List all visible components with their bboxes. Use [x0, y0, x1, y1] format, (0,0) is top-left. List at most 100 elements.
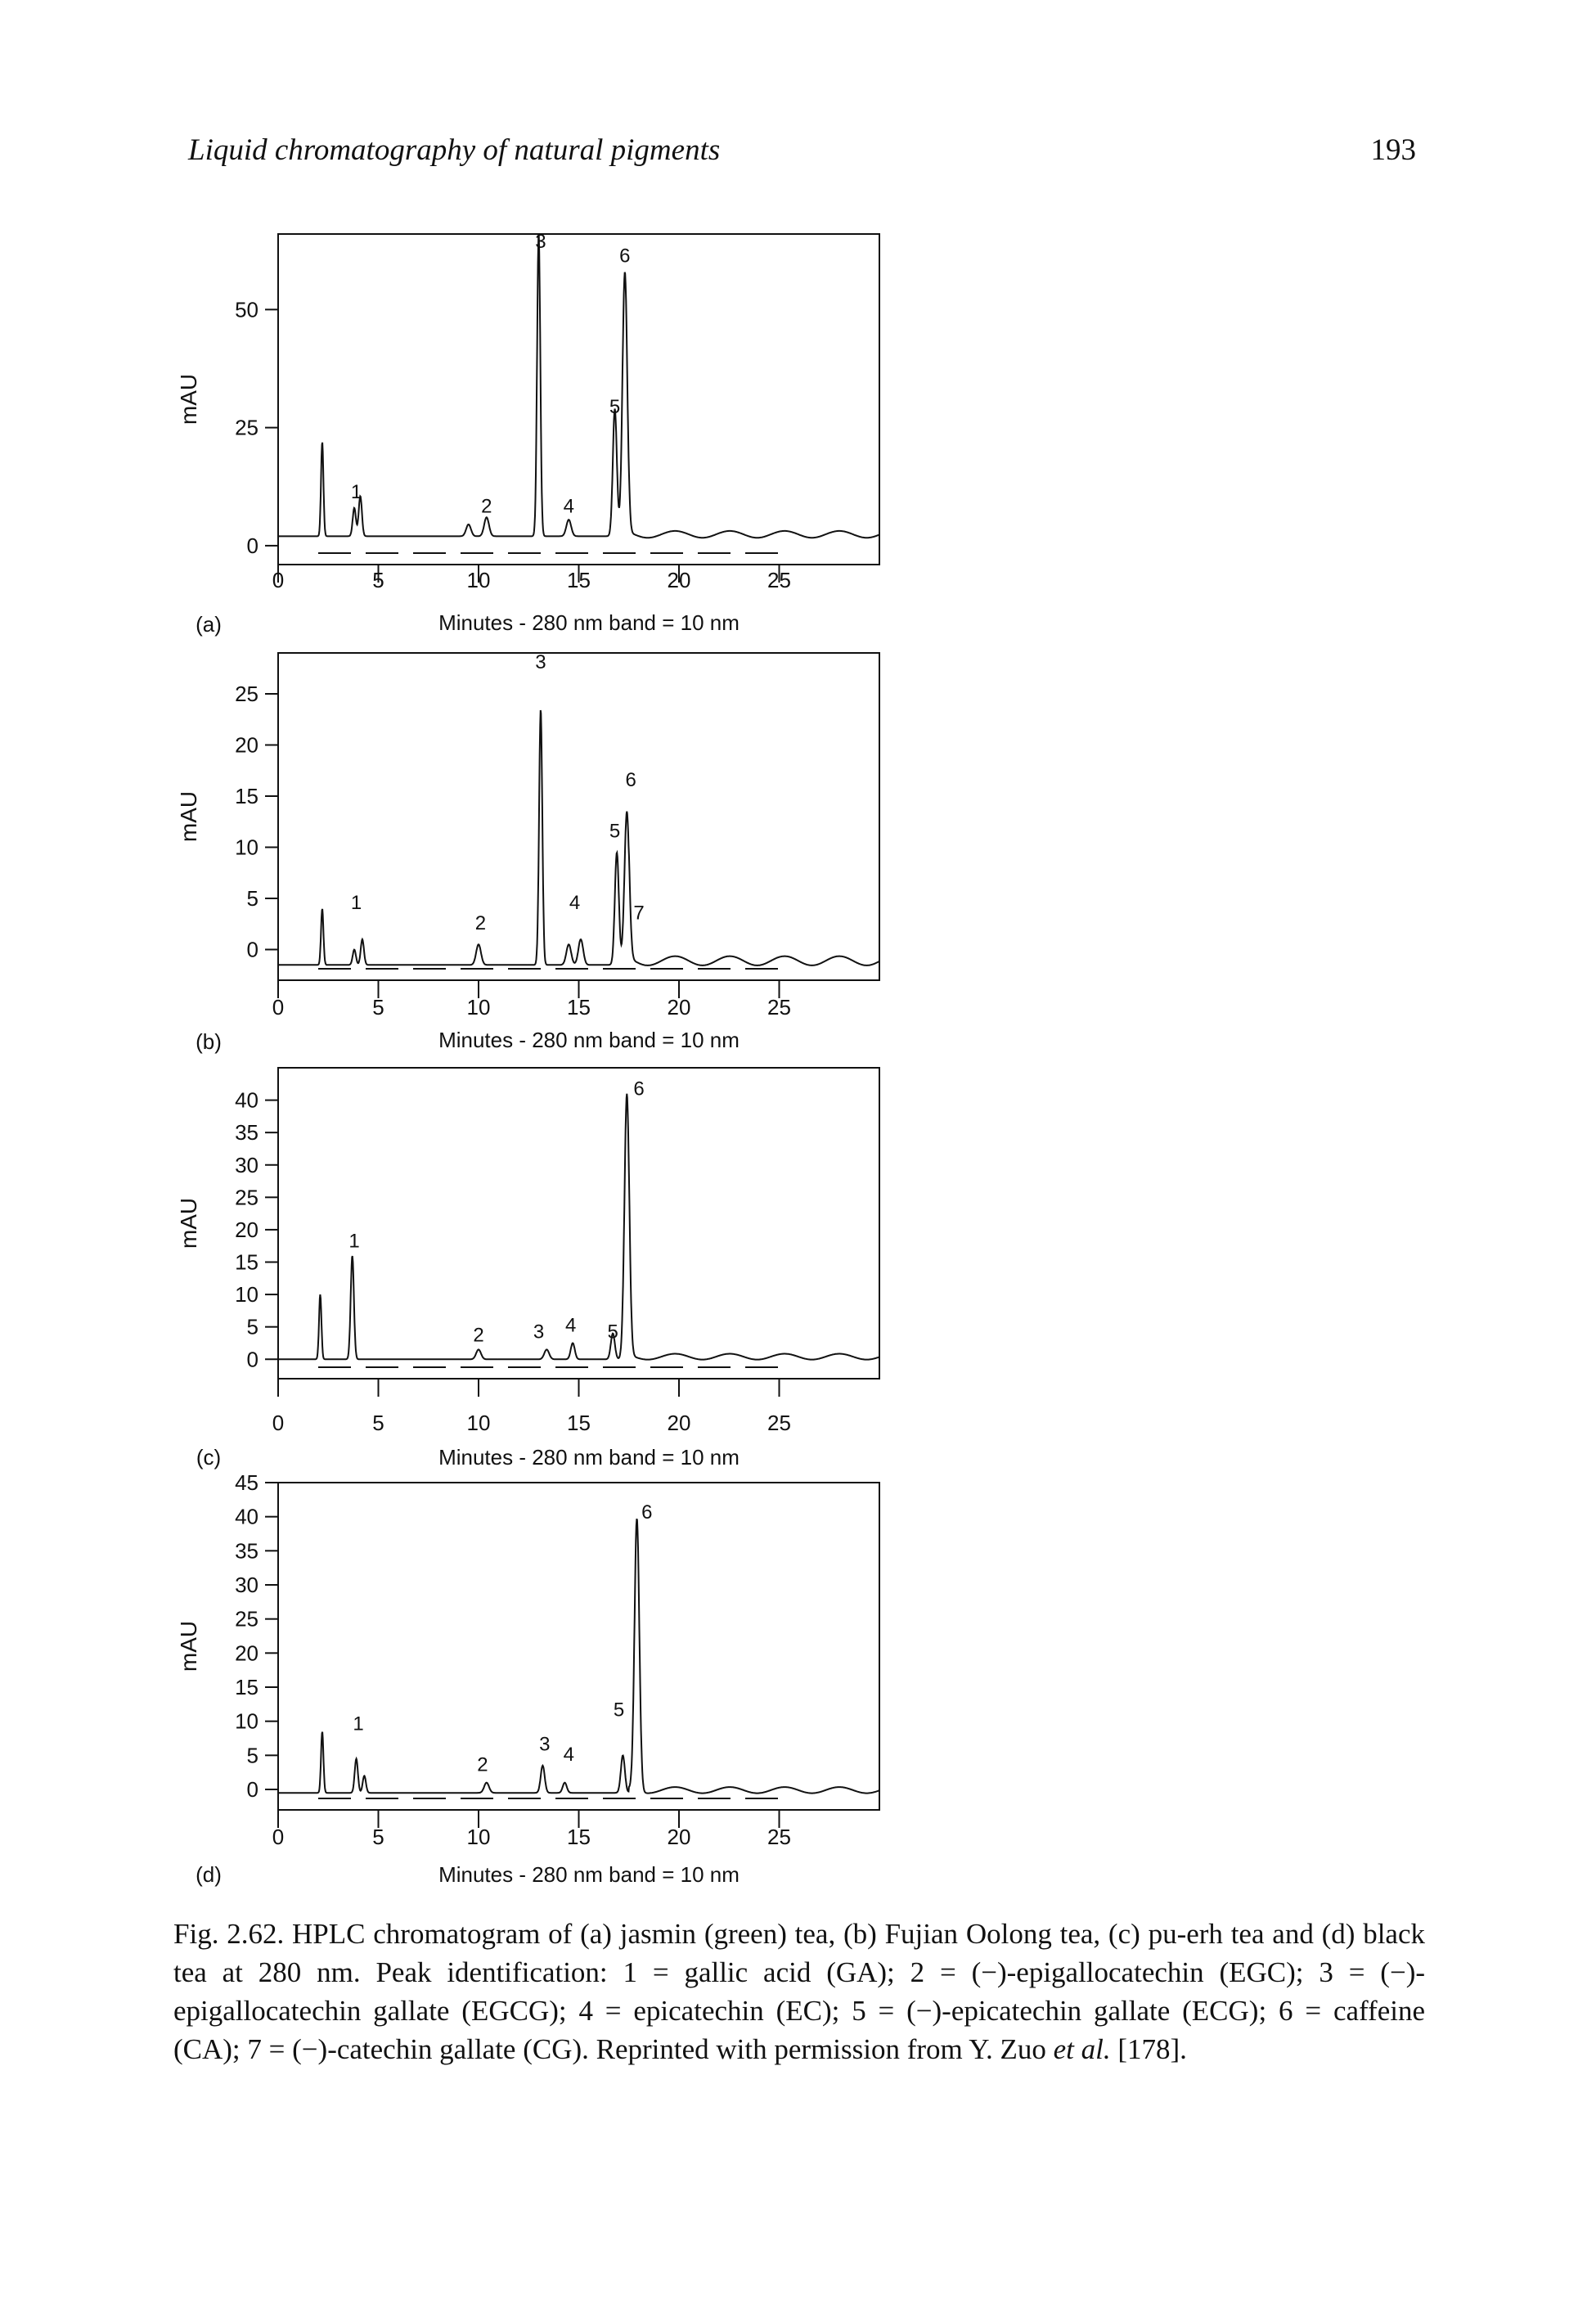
y-tick-label: 30	[235, 1573, 259, 1597]
y-tick-label: 15	[235, 1250, 259, 1275]
x-axis-label: Minutes - 280 nm band = 10 nm	[438, 610, 740, 635]
y-tick-label: 15	[235, 784, 259, 808]
peak-label: 2	[477, 1753, 488, 1776]
x-tick-label: 10	[467, 1411, 491, 1435]
y-axis-label: mAU	[176, 1198, 201, 1249]
x-tick-label: 15	[567, 995, 591, 1019]
peak-label: 3	[535, 231, 546, 253]
panel-label: (d)	[196, 1862, 222, 1887]
figure-caption: Fig. 2.62. HPLC chromatogram of (a) jasm…	[173, 1915, 1425, 2068]
chromatogram-trace	[278, 1093, 880, 1361]
y-tick-label: 5	[247, 886, 259, 911]
x-tick-label: 5	[372, 995, 384, 1019]
peak-label: 1	[348, 1231, 359, 1253]
x-axis-label: Minutes - 280 nm band = 10 nm	[438, 1028, 740, 1052]
peak-label: 5	[607, 1321, 618, 1343]
x-tick-label: 10	[467, 995, 491, 1019]
panel-label: (c)	[196, 1445, 221, 1470]
peak-label: 3	[533, 1321, 544, 1343]
peak-label: 5	[609, 820, 620, 842]
peak-label: 3	[535, 651, 546, 673]
peak-label: 3	[539, 1733, 550, 1755]
y-tick-label: 0	[247, 533, 259, 558]
y-axis-label: mAU	[176, 791, 201, 842]
caption-text: Fig. 2.62. HPLC chromatogram of (a) jasm…	[173, 1918, 1425, 2065]
peak-label: 4	[564, 1744, 574, 1766]
chromatogram-trace	[278, 709, 880, 966]
x-tick-label: 5	[372, 568, 384, 592]
peak-label: 5	[614, 1699, 624, 1722]
peak-label: 6	[619, 245, 630, 267]
plot-frame	[277, 233, 880, 565]
y-tick-label: 20	[235, 1641, 259, 1665]
y-tick-label: 20	[235, 733, 259, 758]
y-tick-label: 5	[247, 1315, 259, 1339]
peak-label: 4	[564, 495, 574, 517]
x-tick-label: 5	[372, 1825, 384, 1849]
plot-frame	[277, 1482, 880, 1811]
peak-label: 6	[641, 1501, 652, 1524]
peak-label: 2	[481, 495, 492, 517]
peak-label: 6	[626, 769, 636, 791]
y-tick-label: 10	[235, 1282, 259, 1307]
plot-frame	[277, 652, 880, 981]
plot-frame	[277, 1067, 880, 1380]
y-tick-label: 10	[235, 1709, 259, 1734]
y-tick-label: 35	[235, 1120, 259, 1145]
y-axis-label: mAU	[176, 374, 201, 425]
y-axis-label: mAU	[176, 1621, 201, 1672]
chromatogram-trace	[278, 235, 880, 539]
peak-label: 2	[473, 1324, 483, 1346]
x-tick-label: 10	[467, 1825, 491, 1849]
y-tick-label: 0	[247, 938, 259, 962]
y-tick-label: 0	[247, 1347, 259, 1371]
y-tick-label: 50	[235, 297, 259, 322]
panel-label: (b)	[196, 1029, 222, 1054]
x-tick-label: 20	[668, 1411, 691, 1435]
x-tick-label: 0	[272, 568, 284, 592]
y-tick-label: 5	[247, 1743, 259, 1767]
y-tick-label: 25	[235, 682, 259, 706]
x-axis-label: Minutes - 280 nm band = 10 nm	[438, 1862, 740, 1887]
chromatogram-trace	[278, 1518, 880, 1794]
x-tick-label: 5	[372, 1411, 384, 1435]
x-tick-label: 20	[668, 568, 691, 592]
y-tick-label: 30	[235, 1153, 259, 1177]
y-tick-label: 10	[235, 835, 259, 860]
x-tick-label: 15	[567, 568, 591, 592]
peak-label: 4	[565, 1315, 576, 1337]
peak-label: 4	[569, 892, 580, 914]
x-tick-label: 20	[668, 1825, 691, 1849]
y-tick-label: 35	[235, 1538, 259, 1563]
y-tick-label: 25	[235, 1607, 259, 1632]
peak-label: 7	[633, 902, 644, 924]
caption-citation-ref: [178].	[1110, 2033, 1187, 2065]
caption-citation-italic: et al.	[1053, 2033, 1111, 2065]
peak-label: 1	[351, 481, 362, 503]
peak-label: 1	[353, 1713, 363, 1735]
y-tick-label: 25	[235, 416, 259, 440]
x-tick-label: 25	[767, 1411, 791, 1435]
x-tick-label: 25	[767, 568, 791, 592]
y-tick-label: 40	[235, 1505, 259, 1529]
x-tick-label: 0	[272, 995, 284, 1019]
peak-label: 5	[609, 396, 620, 418]
y-tick-label: 15	[235, 1675, 259, 1699]
panel-label: (a)	[196, 612, 222, 637]
x-tick-label: 15	[567, 1411, 591, 1435]
x-tick-label: 25	[767, 1825, 791, 1849]
running-head: Liquid chromatography of natural pigment…	[188, 133, 721, 167]
page-number: 193	[1370, 133, 1417, 167]
y-tick-label: 20	[235, 1218, 259, 1242]
x-axis-label: Minutes - 280 nm band = 10 nm	[438, 1445, 740, 1470]
x-tick-label: 15	[567, 1825, 591, 1849]
y-tick-label: 0	[247, 1777, 259, 1802]
x-tick-label: 0	[272, 1825, 284, 1849]
x-tick-label: 10	[467, 568, 491, 592]
y-tick-label: 45	[235, 1470, 259, 1495]
peak-label: 1	[351, 892, 362, 914]
peak-label: 2	[475, 912, 486, 934]
x-tick-label: 25	[767, 995, 791, 1019]
x-tick-label: 20	[668, 995, 691, 1019]
